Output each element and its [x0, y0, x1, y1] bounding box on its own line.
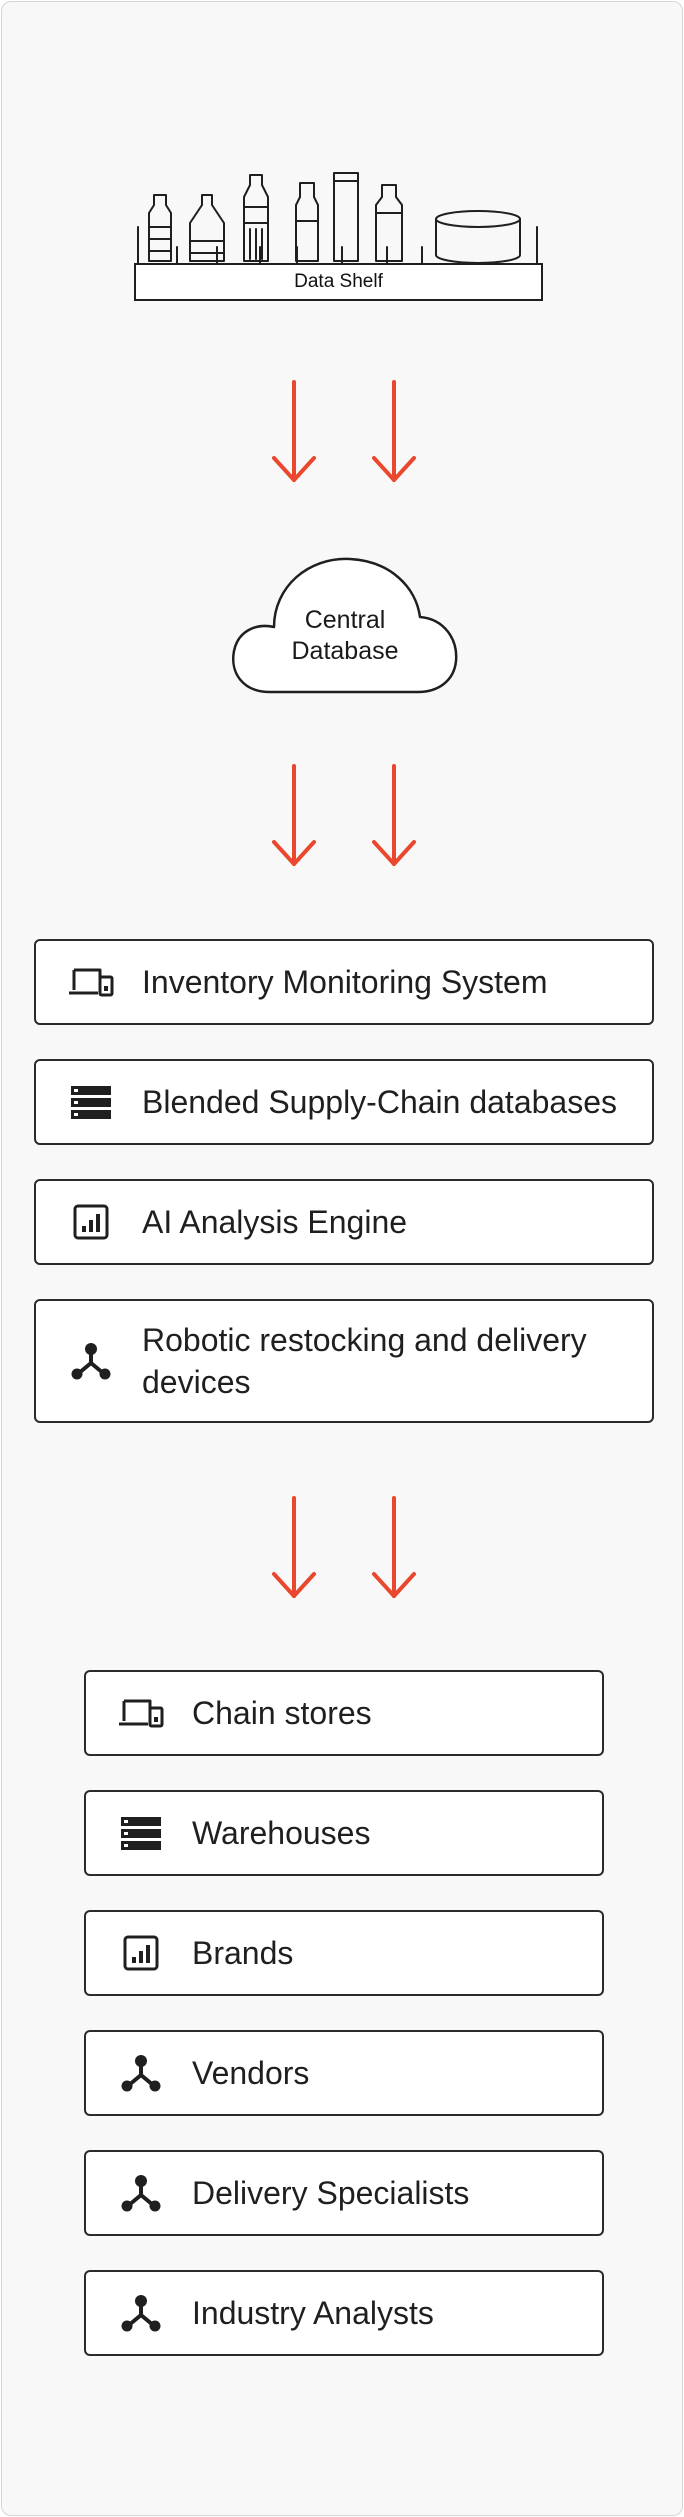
system-box-inventory-monitoring: Inventory Monitoring System: [34, 939, 654, 1025]
recipient-label: Chain stores: [192, 1695, 372, 1731]
network-node-icon: [68, 1338, 114, 1384]
recipient-box-chain-stores: Chain stores: [84, 1670, 604, 1756]
data-shelf: Data Shelf: [122, 167, 552, 307]
system-box-supply-chain-databases: Blended Supply-Chain databases: [34, 1059, 654, 1145]
recipient-label: Brands: [192, 1935, 294, 1971]
cloud-label-line1: Central: [304, 606, 386, 634]
devices-icon: [68, 959, 114, 1005]
down-arrows-icon: [272, 380, 416, 482]
central-database-cloud: Central Database: [230, 547, 460, 697]
cloud-icon: [232, 557, 458, 694]
network-node-icon: [118, 2170, 164, 2216]
system-label: Inventory Monitoring System: [142, 964, 548, 1000]
shelf-label: Data Shelf: [294, 271, 383, 292]
recipient-box-vendors: Vendors: [84, 2030, 604, 2116]
cloud-label: Central Database: [230, 605, 460, 667]
network-node-icon: [118, 2050, 164, 2096]
recipient-label: Warehouses: [192, 1815, 371, 1851]
shelf-illustration: [134, 172, 543, 301]
system-label: Blended Supply-Chain databases: [142, 1084, 617, 1120]
recipient-box-delivery-specialists: Delivery Specialists: [84, 2150, 604, 2236]
recipient-label: Industry Analysts: [192, 2295, 434, 2331]
recipient-box-brands: Brands: [84, 1910, 604, 1996]
recipient-label: Delivery Specialists: [192, 2175, 470, 2211]
arrow-pair-to-recipients: [262, 1496, 432, 1606]
recipient-box-warehouses: Warehouses: [84, 1790, 604, 1876]
recipient-box-industry-analysts: Industry Analysts: [84, 2270, 604, 2356]
server-stack-icon: [118, 1810, 164, 1856]
system-box-ai-analysis-engine: AI Analysis Engine: [34, 1179, 654, 1265]
devices-icon: [118, 1690, 164, 1736]
bar-chart-icon: [118, 1930, 164, 1976]
system-label: Robotic restocking and delivery devices: [142, 1322, 587, 1400]
arrow-pair-to-systems: [262, 764, 432, 874]
cloud-label-line2: Database: [291, 637, 399, 665]
network-node-icon: [118, 2290, 164, 2336]
recipient-label: Vendors: [192, 2055, 310, 2091]
bar-chart-icon: [68, 1199, 114, 1245]
system-label: AI Analysis Engine: [142, 1204, 408, 1240]
system-box-robotic-devices: Robotic restocking and delivery devices: [34, 1299, 654, 1423]
server-stack-icon: [68, 1079, 114, 1125]
arrow-pair-to-database: [262, 380, 432, 490]
down-arrows-icon: [272, 1496, 416, 1598]
down-arrows-icon: [272, 764, 416, 866]
